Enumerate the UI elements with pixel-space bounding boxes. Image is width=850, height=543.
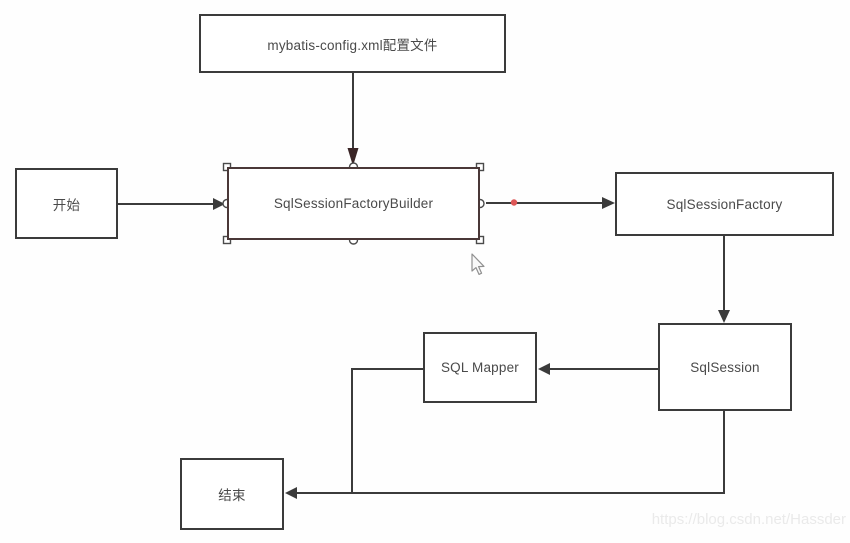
node-label: 开始 (52, 197, 81, 213)
node-label: SqlSession (690, 359, 760, 375)
node-sqlsessionfactory[interactable]: SqlSessionFactory (615, 172, 834, 236)
edge-session-mapper[interactable] (538, 363, 658, 375)
node-label: mybatis-config.xml配置文件 (267, 37, 438, 53)
edge-factory-session[interactable] (718, 236, 730, 323)
connector-waypoint-dot (510, 199, 518, 206)
node-end[interactable]: 结束 (180, 458, 284, 530)
resize-handle-bottom-right (475, 235, 485, 245)
node-mybatis-config-file[interactable]: mybatis-config.xml配置文件 (199, 14, 506, 73)
node-start[interactable]: 开始 (15, 168, 118, 239)
edge-config-builder[interactable] (347, 73, 359, 166)
node-label: SQL Mapper (440, 360, 520, 375)
node-label: 结束 (218, 488, 246, 503)
node-sqlsession[interactable]: SqlSession (658, 323, 792, 411)
edge-start-builder[interactable] (118, 198, 225, 210)
mouse-cursor-icon (471, 253, 485, 275)
edge-mapper-end[interactable] (351, 368, 423, 492)
node-sqlsessionfactorybuilder[interactable]: SqlSessionFactoryBuilder (227, 167, 480, 240)
watermark-text: https://blog.csdn.net/Hassder (651, 511, 846, 528)
node-label: SqlSessionFactory (666, 196, 783, 212)
edge-builder-factory[interactable] (486, 197, 615, 209)
node-sql-mapper[interactable]: SQL Mapper (423, 332, 537, 403)
edge-session-end[interactable] (285, 411, 725, 499)
node-label: SqlSessionFactoryBuilder (273, 196, 434, 211)
